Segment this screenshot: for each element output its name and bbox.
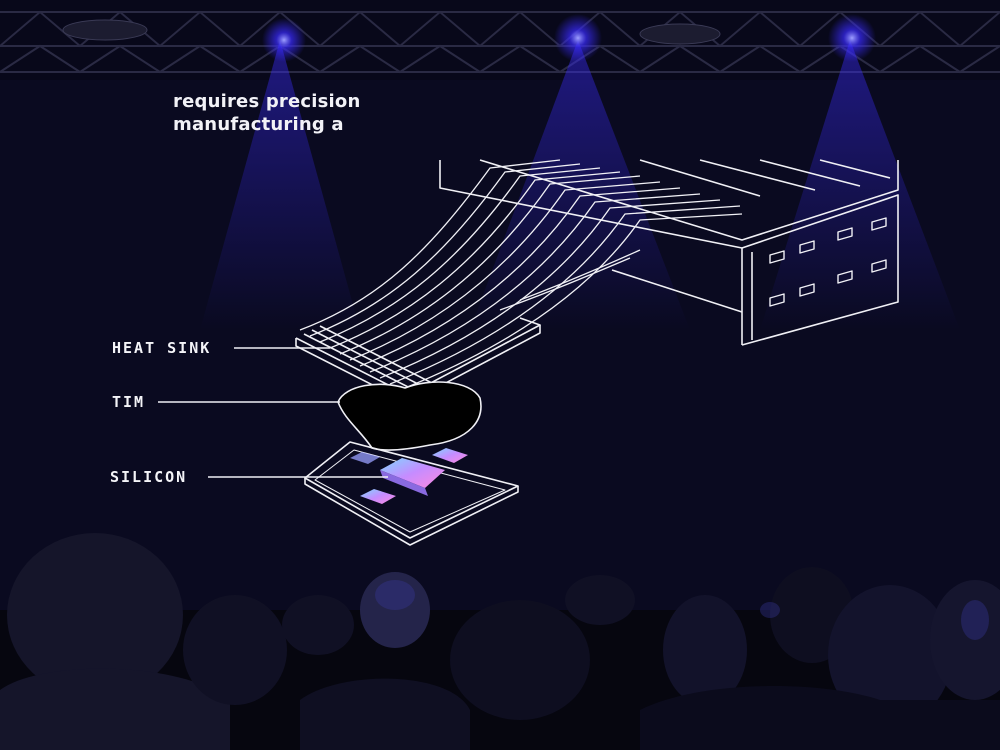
- heat-pipes: [299, 159, 743, 391]
- audience-shoulders: [640, 686, 1000, 750]
- audience-head: [930, 580, 1000, 700]
- hbm-die: [432, 448, 468, 463]
- audience-head: [282, 595, 354, 655]
- silicon-package: [304, 441, 519, 546]
- server-chassis: [439, 159, 899, 346]
- hbm-die: [350, 452, 380, 464]
- audience-head: [663, 595, 747, 705]
- headline-line-2: manufacturing a: [173, 114, 344, 135]
- chassis-port: [769, 217, 887, 307]
- audience-head: [450, 600, 590, 720]
- audience-shoulders: [300, 678, 470, 750]
- audience-shoulders: [0, 668, 230, 750]
- silicon-dies: [350, 448, 468, 504]
- main-die: [380, 458, 445, 488]
- callout-silicon: SILICON: [110, 468, 188, 486]
- audience-head: [565, 575, 635, 625]
- callout-heat-sink: HEAT SINK: [112, 339, 212, 357]
- audience-head: [360, 572, 430, 648]
- headline-line-1: requires precision: [173, 91, 361, 112]
- hbm-die: [360, 489, 396, 504]
- audience-head: [828, 585, 952, 725]
- callout-tim: TIM: [112, 393, 146, 411]
- slide-headline: requires precision manufacturing a: [173, 90, 361, 136]
- main-die-lower: [380, 470, 428, 496]
- audience-head: [7, 533, 183, 697]
- audience-head: [183, 595, 287, 705]
